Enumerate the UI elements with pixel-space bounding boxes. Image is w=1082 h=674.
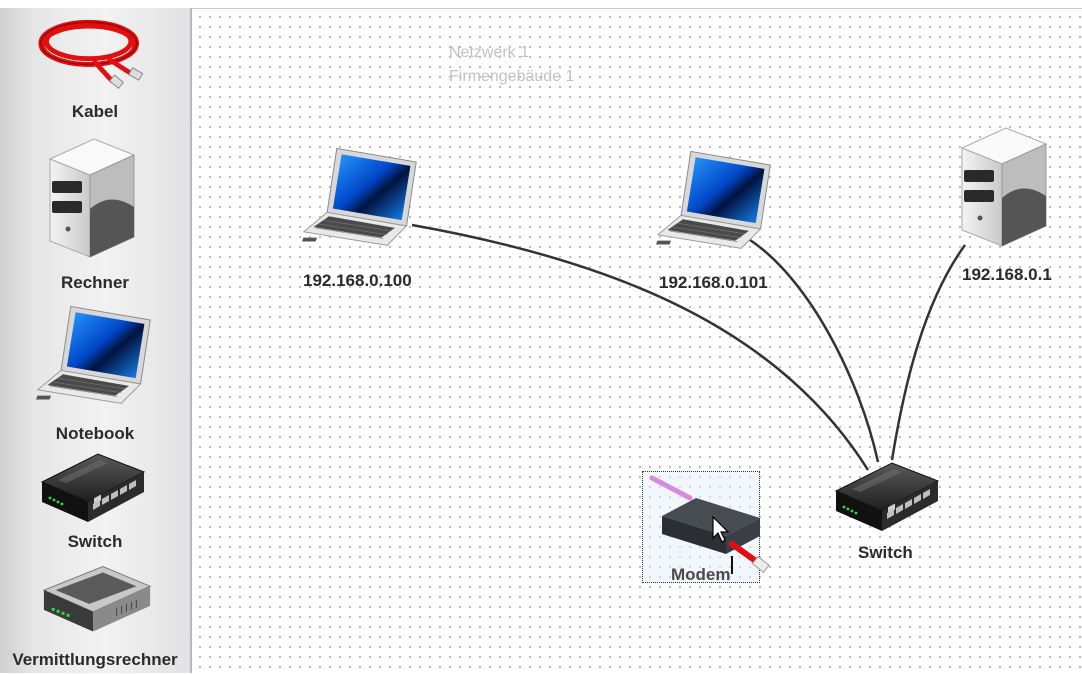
mouse-cursor-icon [712,515,733,574]
palette-label: Kabel [71,102,119,121]
palette-label: Rechner [60,273,130,292]
node-label: 192.168.0.100 [303,271,412,290]
modem-icon[interactable] [648,472,772,582]
switch-icon[interactable] [832,455,942,535]
laptop-icon[interactable] [298,140,424,248]
network-canvas[interactable] [192,8,1082,674]
network-name[interactable]: Netzwerk 1 [449,44,530,61]
node-label: 192.168.0.1 [962,265,1052,284]
server-icon[interactable] [956,116,1056,250]
cable-link[interactable] [411,223,870,471]
cable-link[interactable] [749,238,880,463]
palette-item-cable[interactable]: Kabel [0,8,190,128]
palette-label: Vermittlungsrechner [12,650,178,669]
cable-link[interactable] [890,244,967,461]
node-label: 192.168.0.101 [659,273,768,292]
palette-label: Switch [67,532,123,551]
palette-label: Notebook [55,424,135,443]
component-palette: Kabel Rechner Notebook Switch Vermittlun… [0,8,192,673]
node-label: Modem [671,565,731,584]
palette-item-server[interactable]: Rechner [0,128,190,300]
palette-item-switch[interactable]: Switch [0,444,190,556]
node-label: Switch [858,543,913,562]
laptop-icon[interactable] [652,143,778,251]
palette-item-router[interactable]: Vermittlungsrechner [0,556,190,673]
palette-item-notebook[interactable]: Notebook [0,300,190,450]
building-name[interactable]: Firmengebäude 1 [449,68,575,85]
